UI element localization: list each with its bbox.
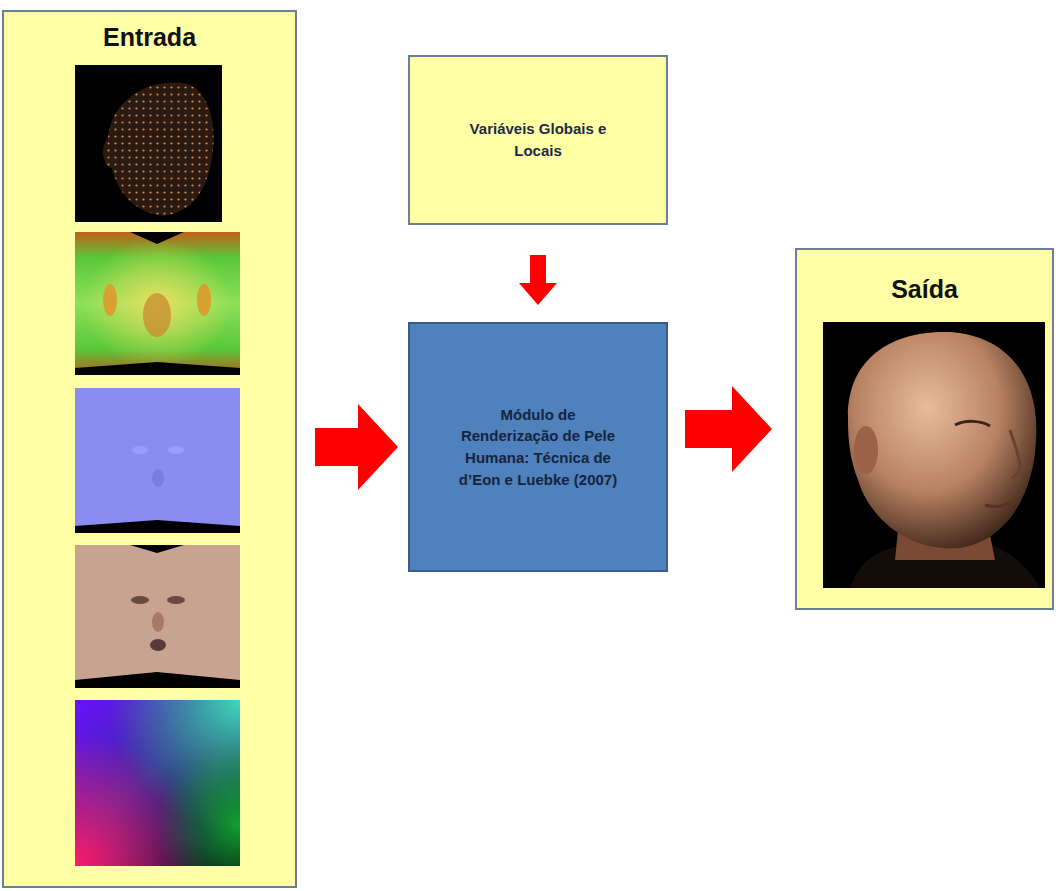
block-arrow	[685, 386, 772, 472]
panel-title: Saída	[891, 274, 958, 304]
variables-box: Variáveis Globais e Locais	[408, 55, 668, 225]
eye-feature	[131, 596, 149, 604]
image-band	[75, 520, 240, 533]
block-arrow	[315, 404, 398, 490]
mouth-shape	[985, 502, 1012, 506]
box-label: Módulo de Renderização de Pele Humana: T…	[458, 404, 618, 491]
output-panel: Saída	[795, 248, 1054, 610]
nose-feature	[152, 612, 164, 632]
neck-shape	[895, 510, 995, 560]
image-background	[75, 700, 240, 866]
image-highlight	[75, 232, 240, 375]
mesh-image	[75, 65, 222, 222]
image-notch	[130, 545, 184, 553]
nose-shape	[1010, 430, 1020, 478]
image-background	[75, 232, 240, 375]
ear-mesh	[103, 136, 121, 168]
ear-feature	[197, 284, 211, 316]
face-feature	[143, 293, 171, 337]
image-tint	[75, 700, 240, 866]
image-background	[823, 322, 1045, 588]
eye-shape	[955, 421, 990, 426]
head-shape	[848, 332, 1036, 548]
module-box: Módulo de Renderização de Pele Humana: T…	[408, 322, 668, 572]
ear-shape	[854, 426, 878, 474]
image-notch	[130, 232, 184, 244]
render-image	[823, 322, 1045, 588]
input-panel: Entrada	[2, 10, 297, 888]
normal-map-image	[75, 388, 240, 533]
box-label: Variáveis Globais e Locais	[451, 118, 626, 162]
face-feature	[152, 469, 164, 487]
gradient-image	[75, 700, 240, 866]
image-background	[75, 545, 240, 688]
face-feature	[168, 446, 184, 454]
image-background	[75, 65, 222, 222]
map-image	[75, 232, 240, 375]
face-feature	[132, 446, 148, 454]
image-band	[75, 672, 240, 688]
eye-feature	[167, 596, 185, 604]
image-background	[75, 388, 240, 533]
block-arrow	[519, 255, 557, 305]
image-tint	[75, 700, 240, 866]
skin-texture-image	[75, 545, 240, 688]
image-band	[75, 362, 240, 375]
head-mesh	[108, 83, 214, 216]
panel-title: Entrada	[103, 22, 196, 52]
shirt-shape	[850, 544, 1040, 588]
ear-feature	[103, 284, 117, 316]
mouth-feature	[150, 639, 166, 651]
image-tint	[75, 700, 240, 866]
